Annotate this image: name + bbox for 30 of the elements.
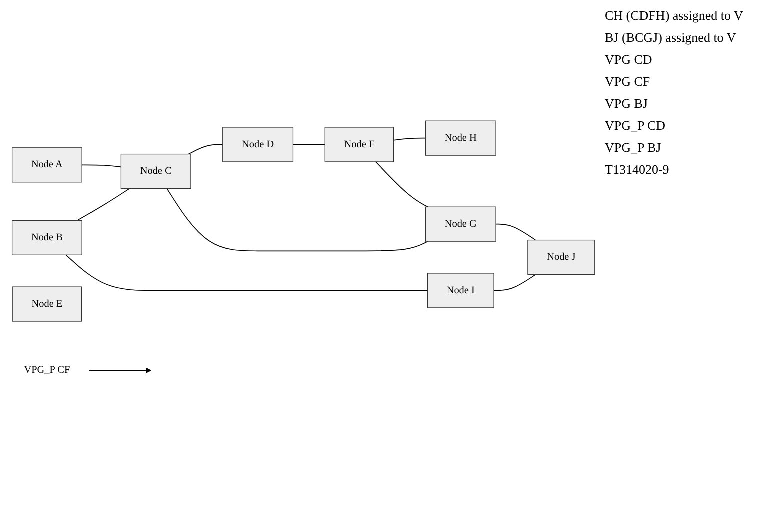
note-text: BJ (BCGJ) assigned to V (605, 30, 736, 46)
note-text: VPG_P BJ (605, 140, 662, 156)
connector (82, 164, 122, 168)
node-box: Node A (12, 148, 82, 183)
connector (76, 188, 130, 222)
node-box: Node C (120, 154, 192, 190)
node-box: Node E (12, 286, 82, 322)
note-text: VPG_P CD (605, 118, 666, 134)
connector (494, 274, 536, 292)
node-text: VPG_P CF (24, 364, 70, 376)
node-box: Node F (324, 127, 394, 162)
connector (496, 224, 536, 241)
connector (188, 144, 224, 155)
connector (375, 162, 428, 208)
node-box: Node D (222, 127, 294, 162)
note-text: CH (CDFH) assigned to V (605, 8, 744, 24)
connector (393, 138, 426, 141)
node-box: Node J (528, 240, 596, 276)
note-text: VPG BJ (605, 96, 648, 112)
arrow (88, 368, 152, 374)
note-text: T1314020-9 (605, 162, 670, 178)
node-box: Node B (12, 220, 82, 256)
connector (66, 254, 428, 292)
node-box: Node H (425, 120, 496, 156)
note-text: VPG CF (605, 74, 650, 90)
connector (166, 188, 428, 252)
connector (292, 144, 326, 146)
node-box: Node I (427, 273, 494, 308)
node-box: Node G (425, 206, 496, 242)
note-text: VPG CD (605, 52, 652, 68)
